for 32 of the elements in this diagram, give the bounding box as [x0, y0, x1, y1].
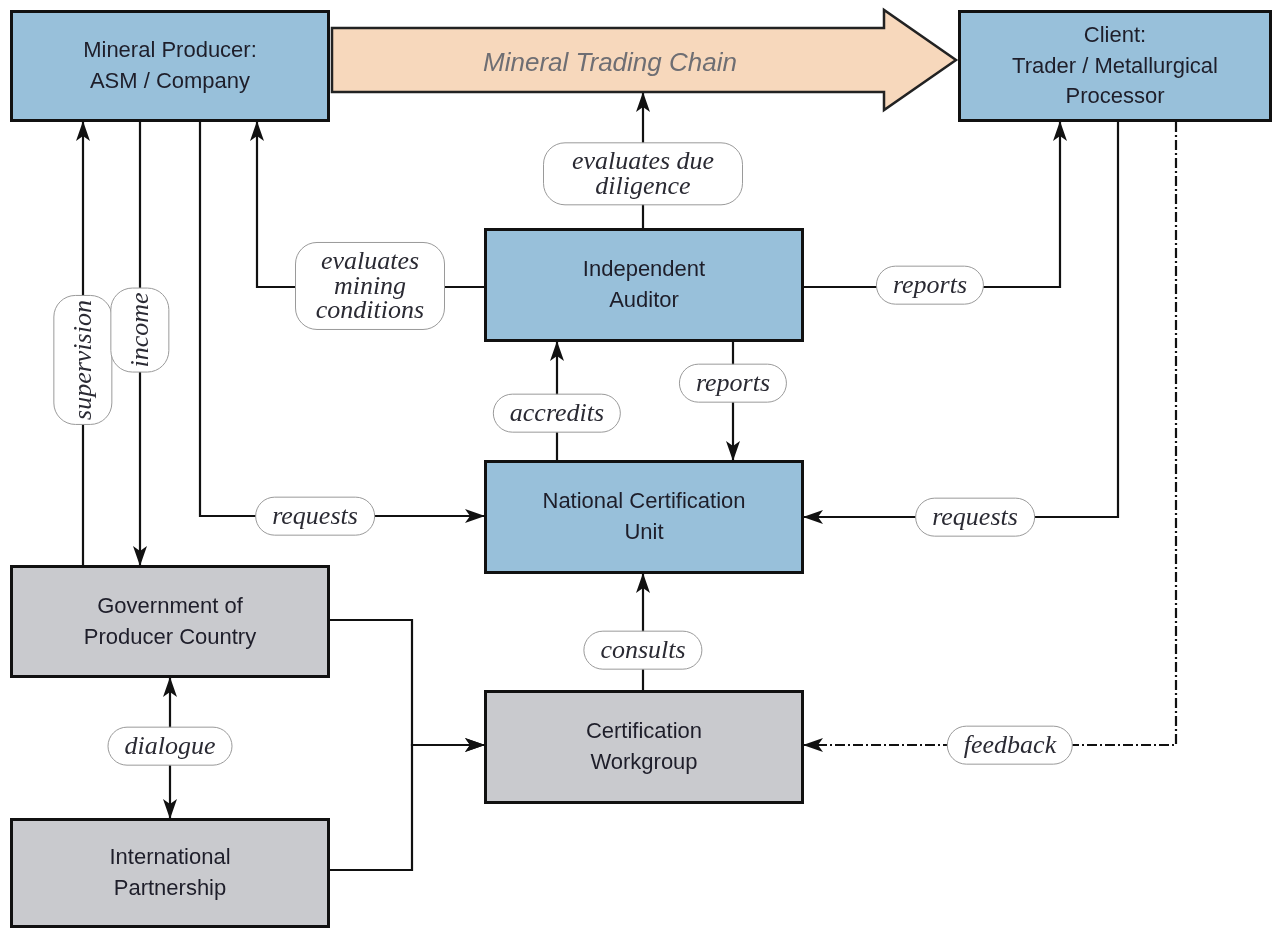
- box-heading: Client:: [1083, 20, 1147, 49]
- edge-label: feedback: [946, 725, 1074, 765]
- entity-box: [484, 690, 804, 804]
- edge-label: accredits: [492, 393, 622, 433]
- entity-box: [10, 10, 330, 122]
- box-label: Government of Producer Country: [82, 591, 258, 651]
- edge-label: dialogue: [107, 726, 233, 766]
- box-heading: Mineral Producer:: [83, 36, 257, 65]
- box-label: Independent Auditor: [581, 255, 707, 314]
- box-label: International Partnership: [108, 843, 232, 902]
- entity-box: [10, 565, 330, 678]
- box-label: ASM / Company: [89, 67, 251, 95]
- box-label: National Certification Unit: [541, 487, 747, 546]
- box-label: Certification Workgroup: [584, 717, 704, 776]
- edge-label: supervision: [53, 295, 113, 425]
- arrow-label: Mineral Trading Chain: [483, 45, 737, 79]
- edge-label: evaluates due diligence: [543, 142, 743, 206]
- edge-label: income: [110, 287, 170, 373]
- entity-box: [484, 228, 804, 342]
- edge-label: requests: [255, 496, 375, 536]
- edge-label: requests: [915, 497, 1035, 537]
- entity-box: [10, 818, 330, 928]
- trading-chain-arrow: [330, 7, 959, 113]
- arrow: [803, 122, 1178, 752]
- edge-label: reports: [678, 363, 788, 403]
- arrow: [330, 738, 485, 872]
- edge-label: reports: [875, 265, 985, 305]
- edge-label: evaluates mining conditions: [295, 241, 445, 331]
- edge-label: consults: [583, 630, 703, 670]
- entity-box: [484, 460, 804, 574]
- entity-box: [958, 10, 1272, 122]
- box-label: Trader / Metallurgical Processor: [1011, 51, 1219, 111]
